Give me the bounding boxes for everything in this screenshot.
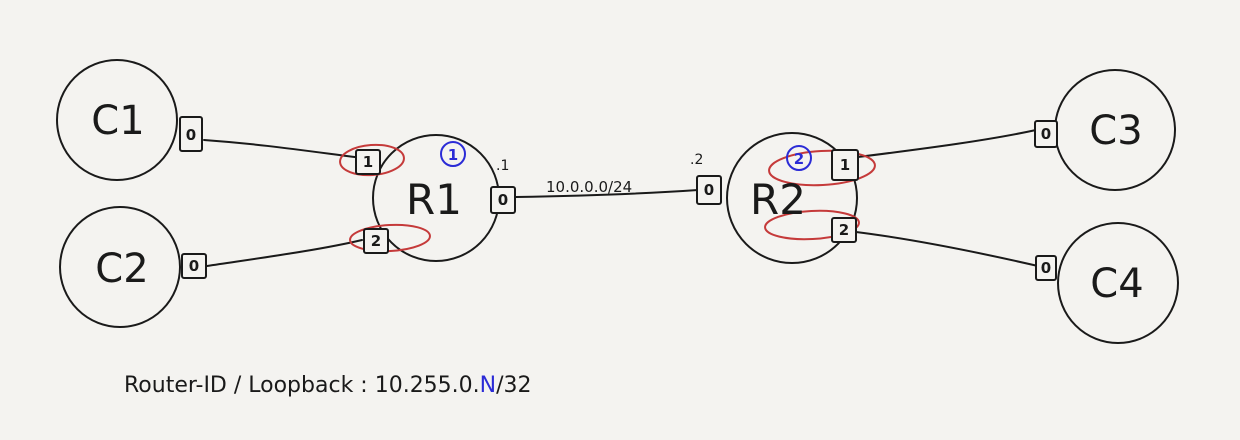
r1-address: .1 <box>496 158 509 174</box>
r2-port2-box <box>831 217 857 243</box>
r1-port1-label: 1 <box>363 153 373 171</box>
r1-port1-box <box>355 149 381 175</box>
r2-router-id: 2 <box>794 150 804 168</box>
c4-port-box <box>1035 255 1057 281</box>
node-c4 <box>1057 222 1179 344</box>
r2-port2-highlight <box>764 209 860 241</box>
c2-port-label: 0 <box>189 257 199 275</box>
r1-port0-label: 0 <box>498 191 508 209</box>
r2-port1-box <box>831 149 859 181</box>
r1-router-id-circle <box>440 141 466 167</box>
c3-label: C3 <box>1089 108 1142 154</box>
r1-port2-box <box>363 228 389 254</box>
r1-port2-highlight <box>349 223 431 253</box>
r2-address: .2 <box>690 152 703 168</box>
r1-label: R1 <box>406 175 462 224</box>
footnote-variable: N <box>480 373 496 398</box>
node-c2 <box>59 206 181 328</box>
c4-port-label: 0 <box>1041 259 1051 277</box>
r2-port0-label: 0 <box>704 181 714 199</box>
r2-port1-highlight <box>768 149 876 187</box>
link-c2-r1 <box>206 239 363 267</box>
r1-router-id: 1 <box>448 146 458 164</box>
link-r2-c4 <box>855 231 1039 267</box>
c1-port-label: 0 <box>186 126 196 144</box>
r1-port0-box <box>490 186 516 214</box>
footnote-suffix: /32 <box>496 373 531 398</box>
r2-router-id-circle <box>786 145 812 171</box>
c3-port-box <box>1034 120 1058 148</box>
c1-port-box <box>179 116 203 152</box>
c1-label: C1 <box>91 98 144 144</box>
router-id-footnote: Router-ID / Loopback : 10.255.0.N/32 <box>124 373 532 398</box>
r2-port2-label: 2 <box>839 221 849 239</box>
footnote-prefix: Router-ID / Loopback : 10.255.0. <box>124 373 480 398</box>
r2-port1-label: 1 <box>840 156 850 174</box>
node-c1 <box>56 59 178 181</box>
r2-port0-box <box>696 175 722 205</box>
c2-port-box <box>181 253 207 279</box>
node-r2 <box>726 132 858 264</box>
r2-label: R2 <box>750 175 806 224</box>
r1-port2-label: 2 <box>371 232 381 250</box>
c4-label: C4 <box>1090 261 1143 307</box>
link-network-label: 10.0.0.0/24 <box>546 178 632 196</box>
link-r2-c3 <box>857 129 1037 158</box>
c2-label: C2 <box>95 246 148 292</box>
c3-port-label: 0 <box>1041 125 1051 143</box>
link-c1-r1 <box>203 139 363 159</box>
link-r1-r2 <box>515 189 699 198</box>
